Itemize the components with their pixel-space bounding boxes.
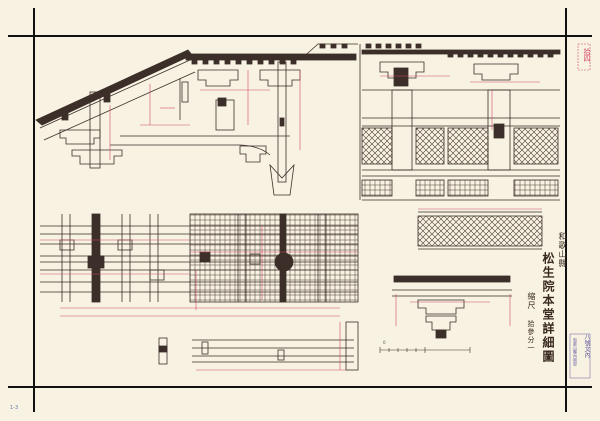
bracket-dimension-lines — [395, 294, 511, 326]
scale-bar — [379, 347, 471, 353]
eave-section-detail — [35, 43, 358, 196]
title-province: 和歌山縣 — [558, 232, 567, 268]
institution-sub-label: 和歌山縣內務部 — [573, 338, 578, 366]
beam-dimension-lines — [196, 322, 346, 371]
eave-dimension-lines — [109, 70, 301, 160]
column-base-detail — [158, 337, 168, 365]
drawing-title: 松生院本堂詳細圖 — [541, 252, 555, 364]
plan-dimension-lines — [40, 226, 358, 317]
beam-elevation-detail — [192, 321, 359, 371]
corner-code: 1-3 — [10, 405, 19, 411]
sheet-border — [8, 8, 592, 412]
stamp-label: 拾四 — [583, 48, 591, 62]
institution-label: 八號文內 — [583, 334, 590, 358]
bracket-section-detail — [392, 275, 512, 339]
front-elevation-detail — [359, 43, 561, 201]
sheet-number: 拾參分一 — [527, 320, 535, 352]
lattice-panel-detail — [417, 211, 543, 250]
elevation-dimension-lines — [380, 75, 540, 130]
scale-zero-label: 0 — [383, 340, 386, 345]
framing-plan-detail — [40, 213, 359, 303]
scale-caption: 縮尺 — [527, 292, 536, 310]
stamp-box — [577, 43, 591, 71]
institution-box — [569, 333, 591, 379]
